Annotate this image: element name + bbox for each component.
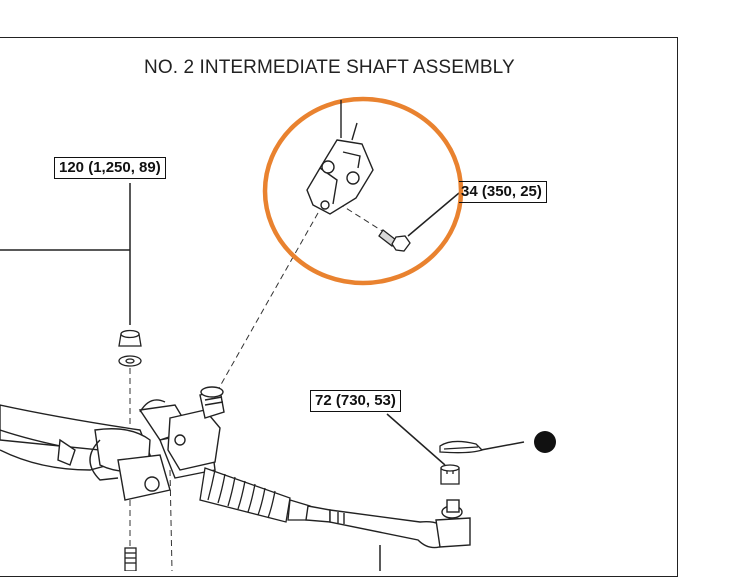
- mounting-stud: [124, 547, 137, 571]
- mount-nut: [118, 329, 142, 367]
- yoke-bolt: [378, 229, 411, 252]
- torque-label-mount-nut: 120 (1,250, 89): [54, 157, 166, 179]
- alignment-line-shaft: [218, 212, 319, 389]
- alignment-line-mount: [169, 469, 173, 571]
- pinion-valve: [167, 386, 225, 471]
- leader-line-34: [407, 192, 460, 237]
- non-reusable-part-marker-icon: [534, 431, 556, 453]
- leader-line-72: [386, 413, 446, 466]
- steering-rack-housing: [0, 399, 216, 501]
- leader-line-pin: [480, 441, 525, 451]
- highlight-circle: [262, 96, 464, 286]
- cotter-pin: [439, 440, 484, 454]
- rack-boot: [199, 467, 311, 523]
- torque-label-castle-nut: 72 (730, 53): [310, 390, 401, 412]
- tie-rod-end: [305, 499, 471, 549]
- intermediate-shaft-yoke: [306, 100, 374, 215]
- torque-label-yoke-bolt: 34 (350, 25): [459, 181, 547, 203]
- castle-nut: [440, 464, 460, 485]
- diagram-title: NO. 2 INTERMEDIATE SHAFT ASSEMBLY: [144, 57, 515, 78]
